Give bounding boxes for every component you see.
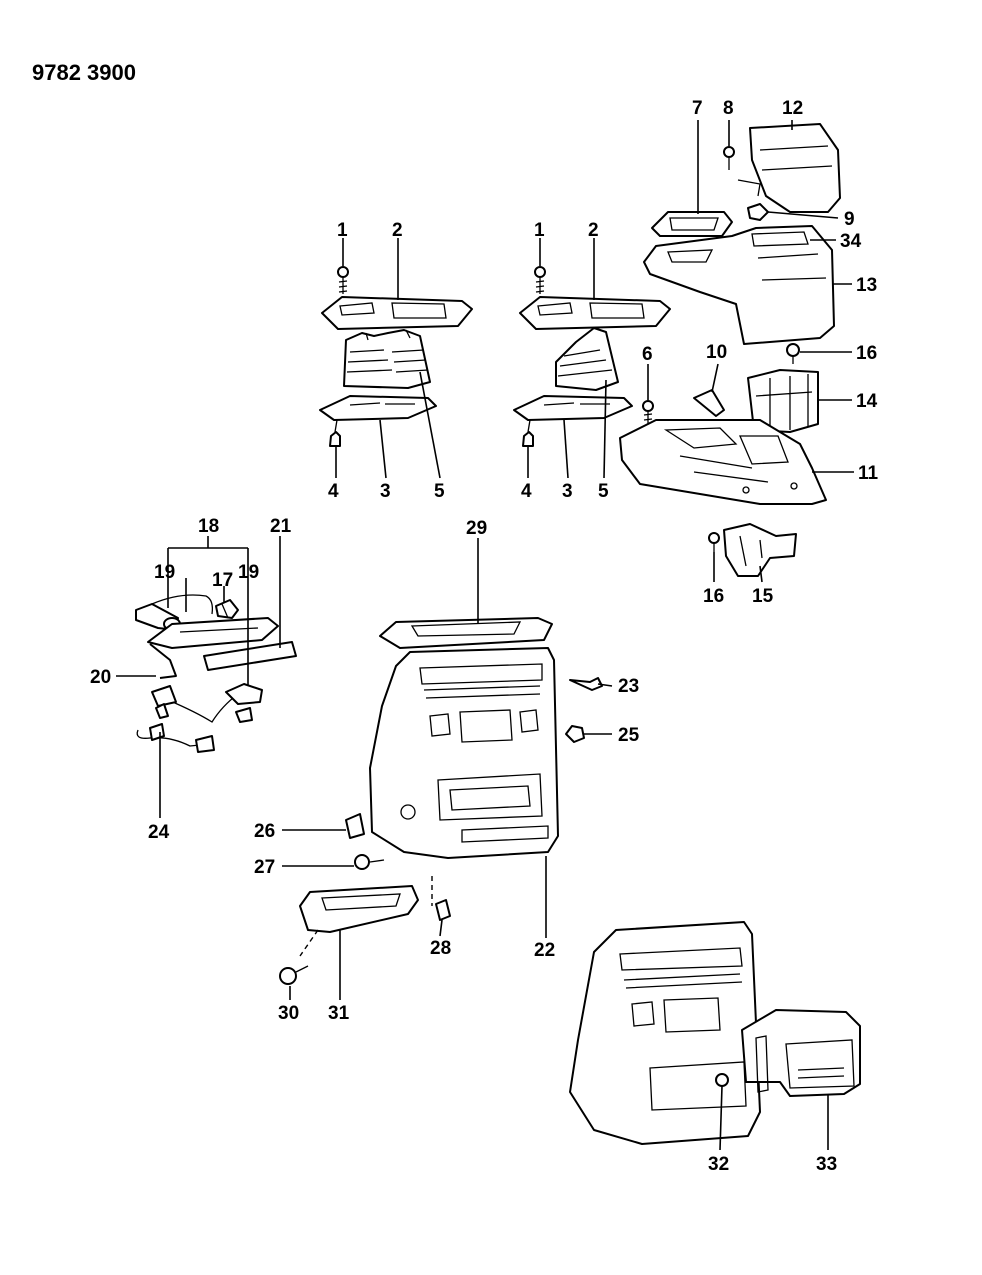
knob-part-30 <box>279 965 309 985</box>
clip-part-10 <box>693 389 725 417</box>
callout-23: 23 <box>618 676 639 697</box>
callout-5b: 5 <box>598 481 609 502</box>
callout-24: 24 <box>148 822 170 843</box>
callout-8: 8 <box>723 98 734 119</box>
dashed-line-30 <box>299 929 319 957</box>
callout-30: 30 <box>278 1003 299 1024</box>
callout-7: 7 <box>692 98 703 119</box>
callout-4a: 4 <box>328 481 339 502</box>
bulb-socket-part-19b <box>225 683 263 723</box>
callout-5a: 5 <box>434 481 445 502</box>
callout-6: 6 <box>642 344 653 365</box>
callout-3a: 3 <box>380 481 391 502</box>
callout-2a: 2 <box>392 220 403 241</box>
plug-part-26 <box>345 813 365 839</box>
callout-16b: 16 <box>703 586 724 607</box>
harness-assembly <box>135 594 297 753</box>
screw-part-8 <box>723 146 735 170</box>
cup-holder-assembly <box>569 921 861 1145</box>
callout-labels: 1 2 4 3 5 1 2 6 4 3 5 7 8 12 9 34 13 10 … <box>90 98 879 1175</box>
shift-bezel-assembly-a <box>319 266 473 447</box>
callout-1b: 1 <box>534 220 545 241</box>
console-armrest-assembly <box>619 123 841 577</box>
diagram-code: 9782 3900 <box>32 60 136 85</box>
callout-19b: 19 <box>238 562 259 583</box>
bulb-part-17 <box>215 599 239 619</box>
armrest-lid-part-12 <box>749 123 841 213</box>
screw-part-27 <box>354 854 385 870</box>
callout-18: 18 <box>198 516 219 537</box>
callout-16a: 16 <box>856 343 877 364</box>
bracket-part-15 <box>723 523 797 577</box>
callout-20: 20 <box>90 667 111 688</box>
shift-bezel-part-2a <box>321 296 473 330</box>
shift-bezel-assembly-b <box>513 266 671 447</box>
wire-main <box>167 693 239 723</box>
callout-31: 31 <box>328 1003 350 1024</box>
connector-left <box>151 685 177 707</box>
trim-strip-part-21 <box>203 641 297 671</box>
clip-part-28 <box>435 899 451 921</box>
screw-part-4b <box>522 419 534 447</box>
screw-part-1a <box>337 266 349 294</box>
shift-boot-part-5b <box>555 327 619 391</box>
callout-2b: 2 <box>588 220 599 241</box>
callout-19a: 19 <box>154 562 175 583</box>
clip-part-25 <box>565 725 585 743</box>
connector-bottom <box>136 703 215 753</box>
shift-boot-part-5a <box>343 329 431 389</box>
screw-part-4a <box>329 419 341 447</box>
screw-part-16a <box>786 343 800 364</box>
callout-12: 12 <box>782 98 803 119</box>
callout-1a: 1 <box>337 220 348 241</box>
screw-part-23 <box>569 677 603 691</box>
screw-part-16b <box>708 532 720 552</box>
callout-21: 21 <box>270 516 292 537</box>
screw-part-1b <box>534 266 546 294</box>
hinge-link-line <box>737 179 761 197</box>
callout-25: 25 <box>618 725 640 746</box>
callout-15: 15 <box>752 586 774 607</box>
callout-27: 27 <box>254 857 275 878</box>
console-base-part-11 <box>619 419 827 505</box>
screw-part-6 <box>642 400 654 426</box>
callout-33: 33 <box>816 1154 837 1175</box>
callout-22: 22 <box>534 940 555 961</box>
center-bezel-assembly <box>279 617 603 985</box>
callout-28: 28 <box>430 938 451 959</box>
callout-10: 10 <box>706 342 727 363</box>
callout-13: 13 <box>856 275 877 296</box>
screw-part-32 <box>715 1073 729 1087</box>
shift-bezel-part-2b <box>519 296 671 330</box>
callout-29: 29 <box>466 518 487 539</box>
bezel-outline-lower <box>569 921 761 1145</box>
center-bezel-part-22 <box>369 647 559 859</box>
ashtray-part-31 <box>299 885 419 933</box>
callout-26: 26 <box>254 821 275 842</box>
tray-part-7 <box>651 211 733 237</box>
lamp-bar-part-20 <box>147 617 279 679</box>
callout-34: 34 <box>840 231 862 252</box>
callout-4b: 4 <box>521 481 532 502</box>
leader-lines <box>116 120 854 1151</box>
boot-retainer-plate-part-3a <box>319 395 437 421</box>
callout-9: 9 <box>844 209 855 230</box>
callout-32: 32 <box>708 1154 729 1175</box>
hinge-part-9 <box>747 203 769 221</box>
callout-17: 17 <box>212 570 233 591</box>
callout-3b: 3 <box>562 481 573 502</box>
console-box-part-13 <box>643 225 835 345</box>
callout-14: 14 <box>856 391 878 412</box>
callout-11: 11 <box>858 463 879 484</box>
cup-holder-part-33 <box>741 1009 861 1097</box>
boot-retainer-plate-part-3b <box>513 395 633 421</box>
top-panel-part-29 <box>379 617 553 649</box>
